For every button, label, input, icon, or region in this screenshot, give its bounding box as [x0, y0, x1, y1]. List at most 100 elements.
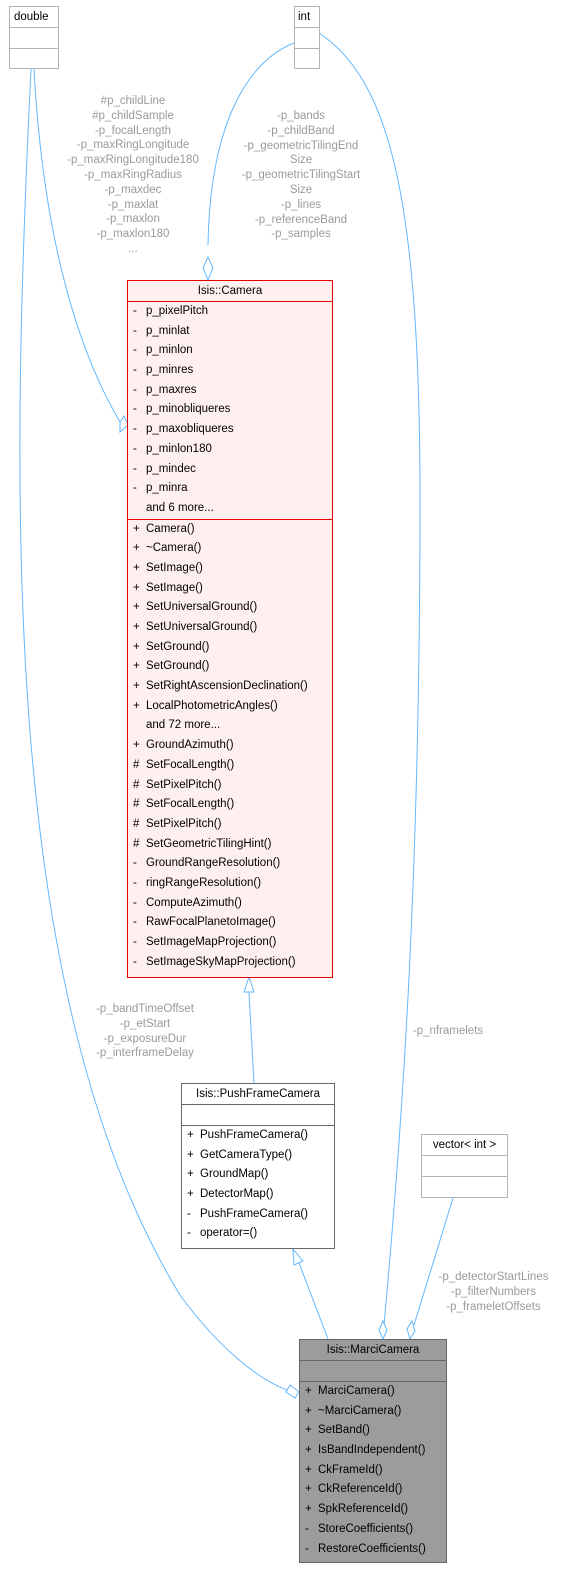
edge-label-vector-marci: -p_detectorStartLines -p_filterNumbers -… [426, 1270, 561, 1314]
method-row: +SetGround() [133, 660, 210, 673]
method-row: #SetFocalLength() [133, 758, 235, 771]
method-row: +SetImage() [133, 561, 203, 574]
class-box-double[interactable]: double [9, 6, 59, 69]
edge-label-line: -p_focalLength [94, 124, 172, 137]
attribute-row: -p_pixelPitch [133, 305, 209, 317]
attribute-row: -p_minra [133, 482, 188, 495]
edge-label-line: -p_maxRingRadius [84, 168, 182, 181]
method-row: +GetCameraType() [187, 1148, 293, 1161]
method-row: +Camera() [133, 522, 195, 535]
edge-label-line: -p_nframelets [412, 1025, 484, 1037]
edge-double-marci [19, 68, 288, 1391]
edge-label-line: -p_frameletOffsets [446, 1300, 541, 1313]
class-box-camera[interactable]: Isis::Camera -p_pixelPitch -p_minlat -p_… [127, 280, 333, 978]
edge-int-marci-diamond [378, 1319, 388, 1341]
edge-vector-marci [413, 1197, 454, 1326]
edge-label-int-camera: -p_bands -p_childBand -p_geometricTiling… [221, 109, 381, 242]
method-row: -SetImageSkyMapProjection() [133, 955, 296, 968]
edge-pushframe-camera-arrow [243, 975, 255, 993]
edge-vector-marci-diamond [406, 1319, 416, 1341]
edge-label-line: -p_bands [277, 110, 325, 122]
method-row: +SetUniversalGround() [133, 601, 258, 614]
method-row: #SetPixelPitch() [133, 817, 222, 830]
method-row: +GroundAzimuth() [133, 739, 234, 752]
edge-label-line: -p_maxlat [107, 198, 159, 211]
edge-label-line: -p_maxdec [104, 183, 162, 196]
methods-more[interactable]: and 72 more... [146, 719, 221, 732]
edge-label-line: -p_maxlon [106, 213, 160, 226]
method-row: -StoreCoefficients() [305, 1522, 414, 1535]
class-box-marcicamera[interactable]: Isis::MarciCamera +MarciCamera() +~Marci… [299, 1339, 447, 1563]
method-row: +CkFrameId() [305, 1463, 383, 1476]
class-title: Isis::MarciCamera [326, 1344, 420, 1356]
edge-label-line: -p_geometricTilingEnd [243, 139, 359, 152]
class-methods-section: +MarciCamera() +~MarciCamera() +SetBand(… [300, 1381, 446, 1559]
method-row: +GroundMap() [187, 1168, 269, 1181]
attribute-row: -p_maxobliqueres [133, 423, 234, 436]
edge-label-double-marci: -p_bandTimeOffset -p_etStart -p_exposure… [80, 1002, 210, 1061]
edge-int-camera-diamond [202, 255, 214, 282]
method-row: #SetGeometricTilingHint() [133, 837, 272, 850]
method-row: -ComputeAzimuth() [133, 896, 242, 909]
edge-label-line: Size [289, 154, 313, 167]
edge-pushframe-camera [248, 991, 255, 1084]
method-row: -PushFrameCamera() [187, 1207, 308, 1220]
edge-label-line: -p_childBand [267, 124, 335, 137]
class-title: int [298, 11, 311, 23]
method-row: -RestoreCoefficients() [305, 1542, 426, 1555]
edge-label-double-camera: #p_childLine #p_childSample -p_focalLeng… [58, 94, 208, 257]
edge-label-line: -p_filterNumbers [451, 1285, 536, 1298]
edge-double-marci-diamond [285, 1384, 300, 1399]
edge-label-line: -p_samples [271, 228, 331, 241]
method-row: +SetUniversalGround() [133, 621, 258, 633]
attribute-row: -p_maxres [133, 383, 197, 396]
edge-label-line: -p_detectorStartLines [438, 1271, 549, 1283]
edge-label-line: -p_maxlon180 [96, 228, 170, 241]
edge-label-line: -p_exposureDur [103, 1032, 187, 1045]
edge-double-camera-diamond [119, 414, 129, 434]
class-box-vector-int[interactable]: vector< int > [421, 1134, 508, 1198]
method-row: -RawFocalPlanetoImage() [133, 916, 276, 929]
edge-label-line: -p_etStart [119, 1017, 171, 1030]
class-methods-section: +Camera() +~Camera() +SetImage() +SetIma… [128, 518, 332, 973]
edge-label-line: #p_childSample [92, 109, 174, 122]
edge-int-camera [207, 42, 295, 246]
class-attributes-section [300, 1360, 446, 1381]
method-row: #SetPixelPitch() [133, 778, 222, 791]
method-row: +IsBandIndependent() [305, 1444, 426, 1457]
class-attributes-section: -p_pixelPitch -p_minlat -p_minlon -p_min… [128, 301, 332, 519]
attribute-row: -p_minres [133, 364, 194, 377]
method-row: -GroundRangeResolution() [133, 857, 281, 870]
edge-label-line: -p_lines [280, 198, 322, 211]
class-attributes-section [422, 1155, 507, 1176]
attribute-row: -p_minobliqueres [133, 403, 231, 416]
method-row: +SetRightAscensionDeclination() [133, 680, 308, 693]
attribute-row: -p_mindec [133, 462, 196, 475]
class-title: vector< int > [432, 1139, 497, 1151]
class-box-int[interactable]: int [294, 6, 320, 69]
method-row: +SetImage() [133, 581, 203, 594]
class-methods-section: +PushFrameCamera() +GetCameraType() +Gro… [182, 1125, 334, 1244]
edge-label-line: -p_interframeDelay [96, 1047, 194, 1060]
class-methods-section [422, 1176, 507, 1197]
class-title: Isis::Camera [197, 285, 263, 297]
class-methods-section [10, 48, 58, 69]
method-row: +SetBand() [305, 1424, 370, 1437]
edge-label-int-marci: -p_nframelets [398, 1024, 498, 1039]
method-row: +SetGround() [133, 640, 210, 653]
attributes-more[interactable]: and 6 more... [146, 501, 214, 514]
class-box-pushframecamera[interactable]: Isis::PushFrameCamera +PushFrameCamera()… [181, 1083, 335, 1249]
method-row: +DetectorMap() [187, 1188, 274, 1201]
edge-marci-pushframe [298, 1262, 329, 1340]
class-attributes-section [295, 27, 319, 48]
class-title: Isis::PushFrameCamera [196, 1088, 320, 1100]
method-row: -operator=() [187, 1227, 258, 1240]
edge-label-line: #p_childLine [100, 95, 166, 107]
attribute-row: -p_minlat [133, 324, 190, 337]
edge-double-camera [33, 68, 121, 423]
class-methods-section [295, 48, 319, 69]
attribute-row: -p_minlon180 [133, 442, 212, 455]
method-row: +~Camera() [133, 542, 202, 555]
method-row: +PushFrameCamera() [187, 1129, 308, 1141]
